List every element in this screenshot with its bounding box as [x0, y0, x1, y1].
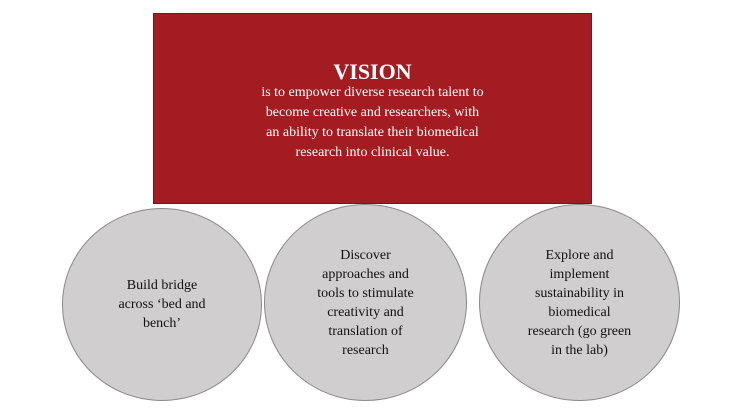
goal-text: Discover approaches and tools to stimula… [317, 247, 414, 358]
goal-text: Explore and implement sustainability in … [527, 247, 632, 358]
goal-circle-sustainability: Explore and implement sustainability in … [479, 204, 680, 401]
goal-circle-discover: Discover approaches and tools to stimula… [264, 204, 467, 401]
vision-statement: is to empower diverse research talent to… [261, 85, 484, 160]
goal-text: Build bridge across ‘bed and bench’ [118, 278, 206, 331]
goal-circle-bridge: Build bridge across ‘bed and bench’ [62, 208, 262, 401]
vision-title: VISION [333, 59, 412, 84]
vision-box: VISION is to empower diverse research ta… [153, 13, 592, 204]
